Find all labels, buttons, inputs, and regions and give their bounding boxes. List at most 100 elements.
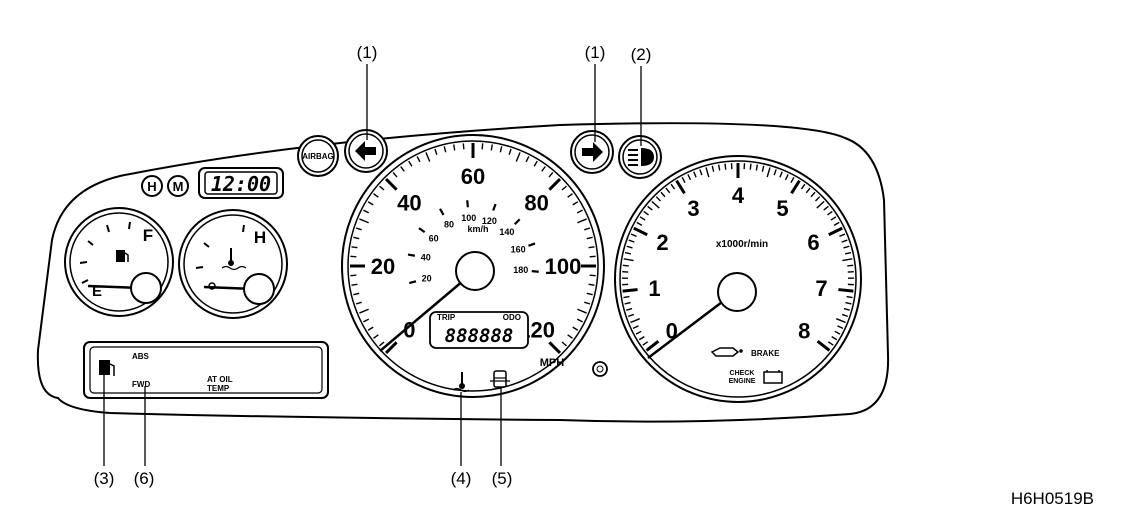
speedometer-tick — [400, 166, 405, 172]
speedometer-kmh-tick — [466, 200, 469, 208]
tachometer-label: 3 — [687, 196, 699, 221]
tachometer-tick — [643, 210, 649, 216]
speedometer-tick — [577, 218, 587, 224]
speedometer-tick — [353, 292, 360, 296]
speedometer-needle — [379, 274, 471, 352]
tachometer-tick — [632, 325, 639, 330]
tachometer-tick — [627, 313, 635, 318]
speedometer-mph-label: 40 — [397, 190, 421, 215]
tachometer-tick — [773, 169, 777, 176]
speedometer-tick — [443, 146, 447, 153]
tachometer-tick — [622, 288, 638, 293]
tachometer-tick — [761, 165, 765, 172]
speedometer-tick — [425, 152, 431, 162]
speedometer-kmh-ticks — [407, 200, 539, 285]
speedometer-kmh-label: 20 — [422, 273, 432, 283]
tachometer-tick — [844, 251, 852, 255]
fuel-full-label: F — [143, 226, 153, 245]
speedometer-kmh-label: 140 — [499, 227, 514, 237]
coolant-warning-icon — [452, 372, 470, 393]
speedometer-kmh-label: 120 — [482, 216, 497, 226]
speedometer-kmh-label: 60 — [429, 233, 439, 243]
tachometer-tick — [834, 330, 841, 335]
speedometer-kmh-tick — [439, 208, 445, 216]
tachometer-tick — [660, 191, 666, 198]
speedometer-kmh-tick — [513, 218, 521, 226]
brake-label: BRAKE — [751, 349, 780, 358]
speedometer-kmh-label: 100 — [461, 213, 476, 223]
speedometer-tick — [363, 209, 370, 214]
mph-unit-label: MPH — [540, 357, 565, 369]
speedometer-tick — [355, 301, 362, 305]
tachometer-tick — [833, 221, 840, 226]
speedometer-ticks — [350, 143, 596, 355]
arrow-right-icon — [582, 142, 603, 162]
tachometer-tick — [827, 341, 834, 346]
tachometer-tick — [628, 239, 635, 243]
tachometer-tick — [845, 301, 852, 305]
high-beam-light — [618, 135, 662, 179]
speedometer-tick — [584, 301, 591, 305]
callout-4: (4) — [451, 469, 472, 488]
cluster-housing — [36, 122, 890, 423]
callout-1-right: (1) — [585, 43, 606, 62]
speedometer-kmh-tick — [407, 253, 416, 257]
speedometer-tick — [567, 193, 573, 198]
tachometer-tick — [831, 336, 838, 341]
callout-5: (5) — [492, 469, 513, 488]
tachometer-tick — [655, 196, 661, 202]
fwd-label: FWD — [132, 380, 150, 389]
tachometer-tick — [846, 295, 853, 299]
tachometer-tick — [830, 216, 837, 221]
tachometer-tick — [766, 167, 771, 178]
tachometer-tick — [626, 245, 633, 249]
figure-code: H6H0519B — [1011, 489, 1094, 508]
fuel-pump-icon — [116, 250, 129, 262]
tachometer-tick — [838, 288, 854, 293]
arrow-left-icon — [355, 141, 376, 161]
tachometer-tick — [749, 163, 752, 170]
tachometer-tick — [717, 164, 721, 171]
speedometer-tick — [515, 152, 521, 162]
tachometer-tick — [630, 318, 640, 324]
speedometer-tick — [525, 156, 530, 163]
speedometer-tick — [577, 308, 587, 314]
tachometer-tick — [815, 196, 821, 202]
tachometer-tick — [623, 295, 630, 299]
speedometer-tick — [548, 177, 562, 191]
tachometer-tick — [805, 187, 811, 194]
tachometer-tick — [847, 264, 854, 267]
high-beam-icon — [641, 148, 654, 166]
fuel-gauge: F E — [64, 207, 174, 317]
tachometer-tick — [635, 330, 642, 335]
digital-clock: 12:00 — [198, 167, 284, 199]
tachometer-tick — [810, 191, 816, 198]
tachometer-tick — [651, 200, 660, 209]
svg-text:M: M — [173, 179, 184, 194]
speedometer-tick — [572, 326, 579, 331]
speedometer-tick — [384, 177, 398, 191]
callout-1-left: (1) — [357, 43, 378, 62]
odo-label: ODO — [503, 313, 521, 322]
speedometer-tick — [576, 209, 583, 214]
clock-display: 12:00 — [211, 172, 271, 196]
warning-lights-panel: ABS FWD AT OIL TEMP — [83, 341, 329, 399]
at-oil-label-1: AT OIL — [207, 375, 233, 384]
speedometer-tick — [499, 146, 503, 153]
speedometer-tick — [576, 318, 583, 323]
svg-text:H: H — [147, 179, 156, 194]
indicator-m: M — [167, 175, 189, 197]
speedometer-tick — [453, 144, 456, 151]
coolant-temp-icon — [221, 248, 247, 271]
speedometer-tick — [355, 227, 362, 231]
speedometer-tick — [367, 326, 374, 331]
speedometer-tick — [561, 341, 567, 347]
speedometer-tick — [367, 201, 374, 206]
speedometer-mph-label: 60 — [461, 164, 485, 189]
speedometer-tick — [508, 148, 512, 155]
speedometer-mph-label: 20 — [371, 254, 395, 279]
tachometer-tick — [639, 216, 646, 221]
tachometer-tick — [790, 179, 801, 195]
